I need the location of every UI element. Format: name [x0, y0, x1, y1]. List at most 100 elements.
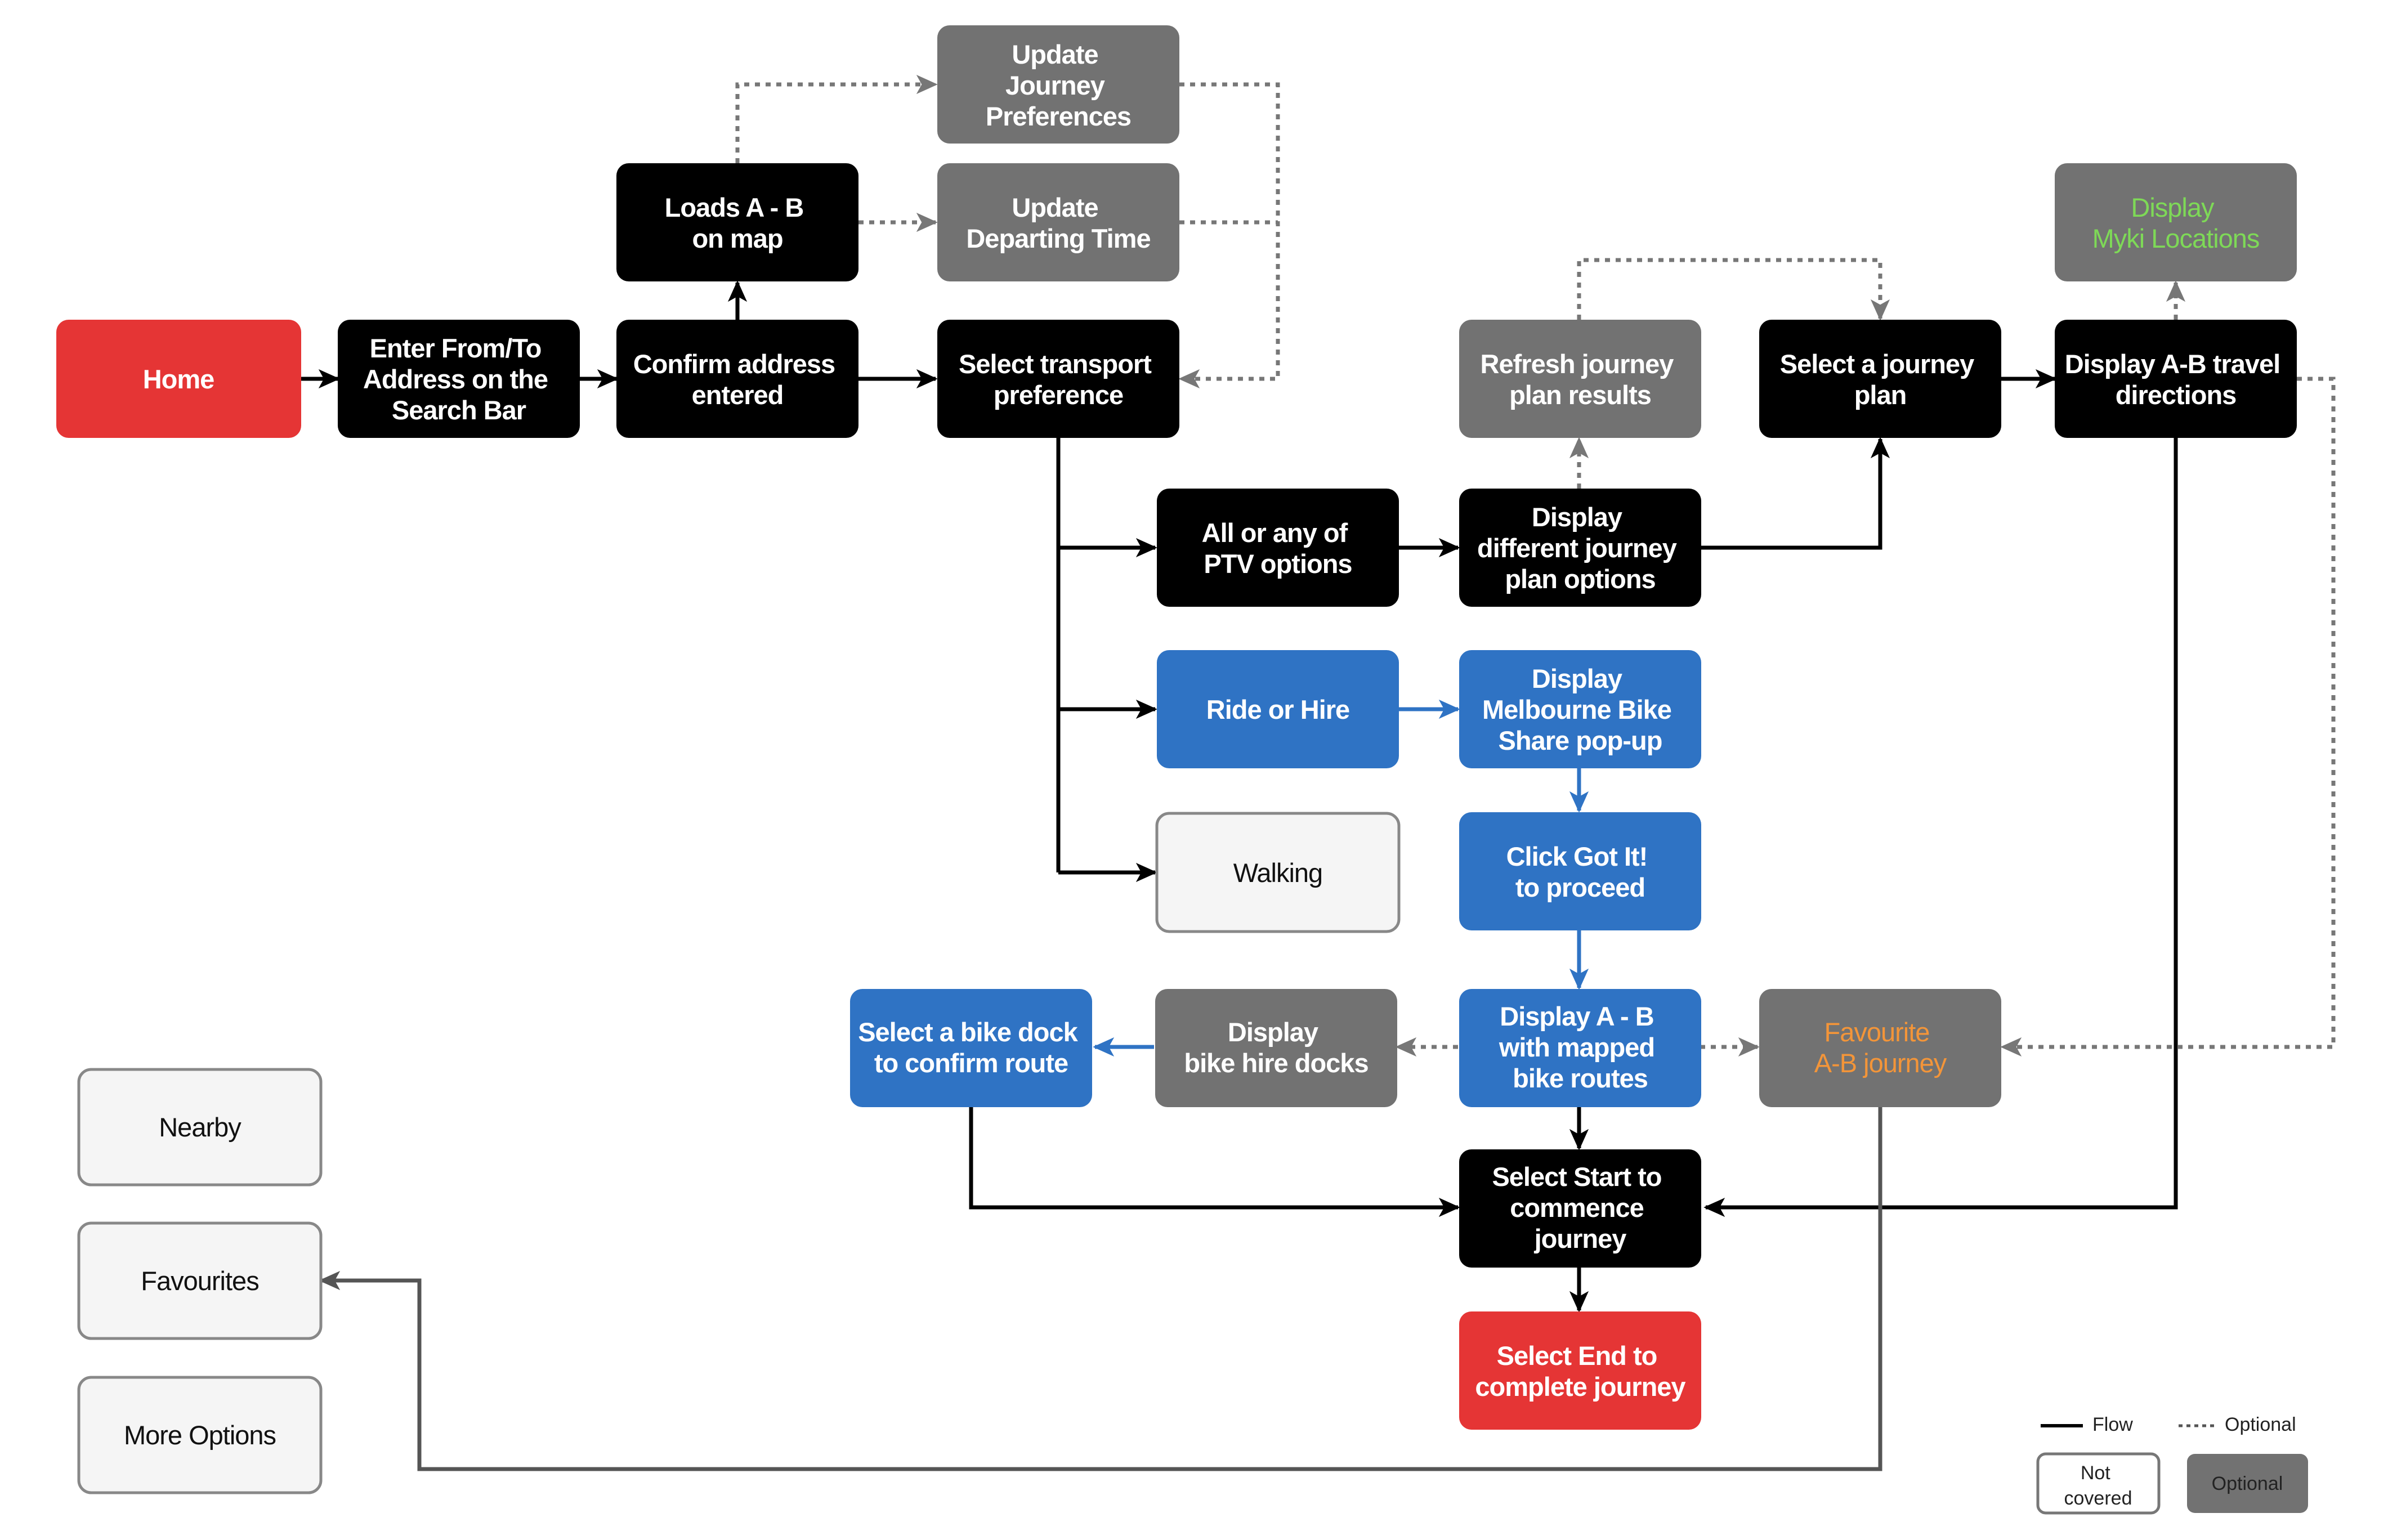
node-select-plan-line-1: Select a journey: [1780, 349, 1974, 379]
node-enter-address[interactable]: Enter From/To Address on the Search Bar: [338, 320, 580, 438]
node-favourite-ab-line-1: Favourite: [1824, 1017, 1930, 1047]
node-select-start[interactable]: Select Start to commence journey: [1459, 1149, 1701, 1268]
node-display-directions-line-2: directions: [2116, 380, 2237, 410]
node-select-dock-line-1: Select a bike dock: [858, 1017, 1078, 1047]
node-display-plans[interactable]: Display different journey plan options: [1459, 489, 1701, 607]
legend-flow-label: Flow: [2092, 1414, 2133, 1435]
opt-directions-to-favourite: [2000, 377, 2336, 1057]
node-nearby-label: Nearby: [159, 1112, 242, 1142]
node-select-start-line-1: Select Start to: [1492, 1162, 1661, 1192]
node-select-plan-line-2: plan: [1854, 380, 1907, 410]
node-bike-docks[interactable]: Display bike hire docks: [1155, 989, 1397, 1107]
node-select-end-line-1: Select End to: [1497, 1341, 1657, 1371]
node-select-start-line-2: commence: [1510, 1193, 1644, 1223]
node-favourites[interactable]: Favourites: [77, 1221, 323, 1340]
node-mapped-routes-line-1: Display A - B: [1500, 1001, 1653, 1031]
node-walking[interactable]: Walking: [1155, 812, 1401, 933]
node-home-label: Home: [143, 364, 214, 394]
node-confirm-address-line-2: entered: [692, 380, 784, 410]
node-update-time[interactable]: Update Departing Time: [937, 163, 1179, 281]
connectors: [301, 74, 2336, 1471]
node-display-plans-line-3: plan options: [1505, 564, 1655, 594]
node-mapped-routes-line-2: with mapped: [1499, 1032, 1654, 1062]
node-bike-share-popup-line-3: Share pop-up: [1499, 726, 1662, 755]
opt-refresh-to-select-plan: [1577, 258, 1890, 321]
node-select-plan[interactable]: Select a journey plan: [1759, 320, 2001, 438]
node-update-prefs-line-3: Preferences: [986, 101, 1131, 131]
svg-text:Select Start to commen: Select Start to commence journey: [1492, 1162, 1668, 1254]
node-enter-address-line-2: Address on the: [363, 364, 548, 394]
node-display-myki-line-1: Display: [2131, 192, 2215, 222]
node-display-plans-line-1: Display: [1532, 502, 1622, 532]
node-mapped-routes-line-3: bike routes: [1513, 1063, 1648, 1093]
node-favourite-ab[interactable]: Favourite A-B journey: [1759, 989, 2001, 1107]
legend-optional-box-label: Optional: [2212, 1473, 2283, 1494]
legend-not-covered-line-1: Not: [2081, 1462, 2110, 1484]
flow-display-plans-to-select-plan: [1700, 437, 1890, 550]
node-display-directions[interactable]: Display A-B travel directions: [2055, 320, 2297, 438]
svg-text:Enter From/To Address: Enter From/To Address on the Search Bar: [363, 333, 554, 425]
svg-text:Not covered: Not covered: [2064, 1462, 2132, 1509]
node-click-got-it-line-2: to proceed: [1515, 872, 1645, 902]
svg-text:Display Melbourne Bike: Display Melbourne Bike Share pop-up: [1482, 664, 1678, 755]
svg-text:Display Myki Locations: Display Myki Locations: [2092, 192, 2260, 253]
node-ptv-options[interactable]: All or any of PTV options: [1157, 489, 1399, 607]
node-select-end[interactable]: Select End to complete journey: [1459, 1311, 1701, 1430]
flow-dock-to-select-start: [969, 1106, 1460, 1217]
node-ptv-options-line-2: PTV options: [1204, 549, 1352, 579]
svg-text:Select a journey plan: Select a journey plan: [1780, 349, 1981, 410]
node-update-prefs[interactable]: Update Journey Preferences: [937, 25, 1179, 144]
node-mapped-routes[interactable]: Display A - B with mapped bike routes: [1459, 989, 1701, 1107]
node-refresh-results-line-2: plan results: [1509, 380, 1651, 410]
node-display-myki[interactable]: Display Myki Locations: [2055, 163, 2297, 281]
svg-text:Click Got It! to proce: Click Got It! to proceed: [1506, 841, 1654, 902]
node-click-got-it-line-1: Click Got It!: [1506, 841, 1648, 871]
svg-text:Select End to complete: Select End to complete journey: [1475, 1341, 1685, 1402]
node-nearby[interactable]: Nearby: [77, 1068, 323, 1187]
node-loads-ab-line-2: on map: [692, 223, 782, 253]
svg-text:Display A-B travel dir: Display A-B travel directions: [2065, 349, 2287, 410]
legend-optional-label: Optional: [2225, 1414, 2296, 1435]
node-bike-share-popup[interactable]: Display Melbourne Bike Share pop-up: [1459, 650, 1701, 768]
node-confirm-address[interactable]: Confirm address entered: [616, 320, 858, 438]
svg-text:Display A - B with map: Display A - B with mapped bike routes: [1499, 1001, 1661, 1093]
node-ptv-options-line-1: All or any of: [1202, 518, 1348, 548]
node-update-prefs-line-2: Journey: [1005, 70, 1105, 100]
node-more-options-label: More Options: [124, 1420, 276, 1450]
node-select-transport-line-1: Select transport: [959, 349, 1152, 379]
svg-text:Update Departing Time: Update Departing Time: [966, 192, 1150, 253]
node-confirm-address-line-1: Confirm address: [633, 349, 835, 379]
svg-text:Display bike hire dock: Display bike hire docks: [1184, 1017, 1368, 1078]
svg-text:All or any of PTV opti: All or any of PTV options: [1202, 518, 1354, 579]
node-more-options[interactable]: More Options: [77, 1376, 323, 1494]
opt-loads-to-update-prefs: [735, 74, 938, 163]
svg-text:Loads A - B on map: Loads A - B on map: [665, 192, 811, 253]
opt-update-prefs-to-transport: [1178, 82, 1280, 389]
node-refresh-results-line-1: Refresh journey: [1481, 349, 1674, 379]
node-click-got-it[interactable]: Click Got It! to proceed: [1459, 812, 1701, 930]
legend-not-covered-line-2: covered: [2064, 1488, 2132, 1509]
node-refresh-results[interactable]: Refresh journey plan results: [1459, 320, 1701, 438]
node-display-myki-line-2: Myki Locations: [2092, 223, 2260, 253]
svg-text:Refresh journey plan r: Refresh journey plan results: [1481, 349, 1680, 410]
svg-text:Confirm address entere: Confirm address entered: [633, 349, 842, 410]
node-loads-ab[interactable]: Loads A - B on map: [616, 163, 858, 281]
node-update-time-line-2: Departing Time: [966, 223, 1150, 253]
node-select-transport[interactable]: Select transport preference: [937, 320, 1179, 438]
node-bike-share-popup-line-2: Melbourne Bike: [1482, 695, 1671, 724]
svg-text:Display different jour: Display different journey plan options: [1477, 502, 1683, 594]
node-bike-docks-line-1: Display: [1228, 1017, 1318, 1047]
node-bike-share-popup-line-1: Display: [1532, 664, 1622, 693]
node-loads-ab-line-1: Loads A - B: [665, 192, 804, 222]
node-home[interactable]: Home: [56, 320, 301, 438]
node-select-end-line-2: complete journey: [1475, 1372, 1685, 1402]
svg-text:Select transport prefe: Select transport preference: [959, 349, 1158, 410]
node-update-prefs-line-1: Update: [1012, 39, 1098, 69]
node-display-plans-line-2: different journey: [1477, 533, 1677, 563]
node-favourite-ab-line-2: A-B journey: [1814, 1048, 1947, 1078]
legend-optional-box: [2187, 1454, 2308, 1513]
node-ride-hire[interactable]: Ride or Hire: [1157, 650, 1399, 768]
node-select-dock[interactable]: Select a bike dock to confirm route: [850, 989, 1092, 1107]
node-update-time-line-1: Update: [1012, 192, 1098, 222]
